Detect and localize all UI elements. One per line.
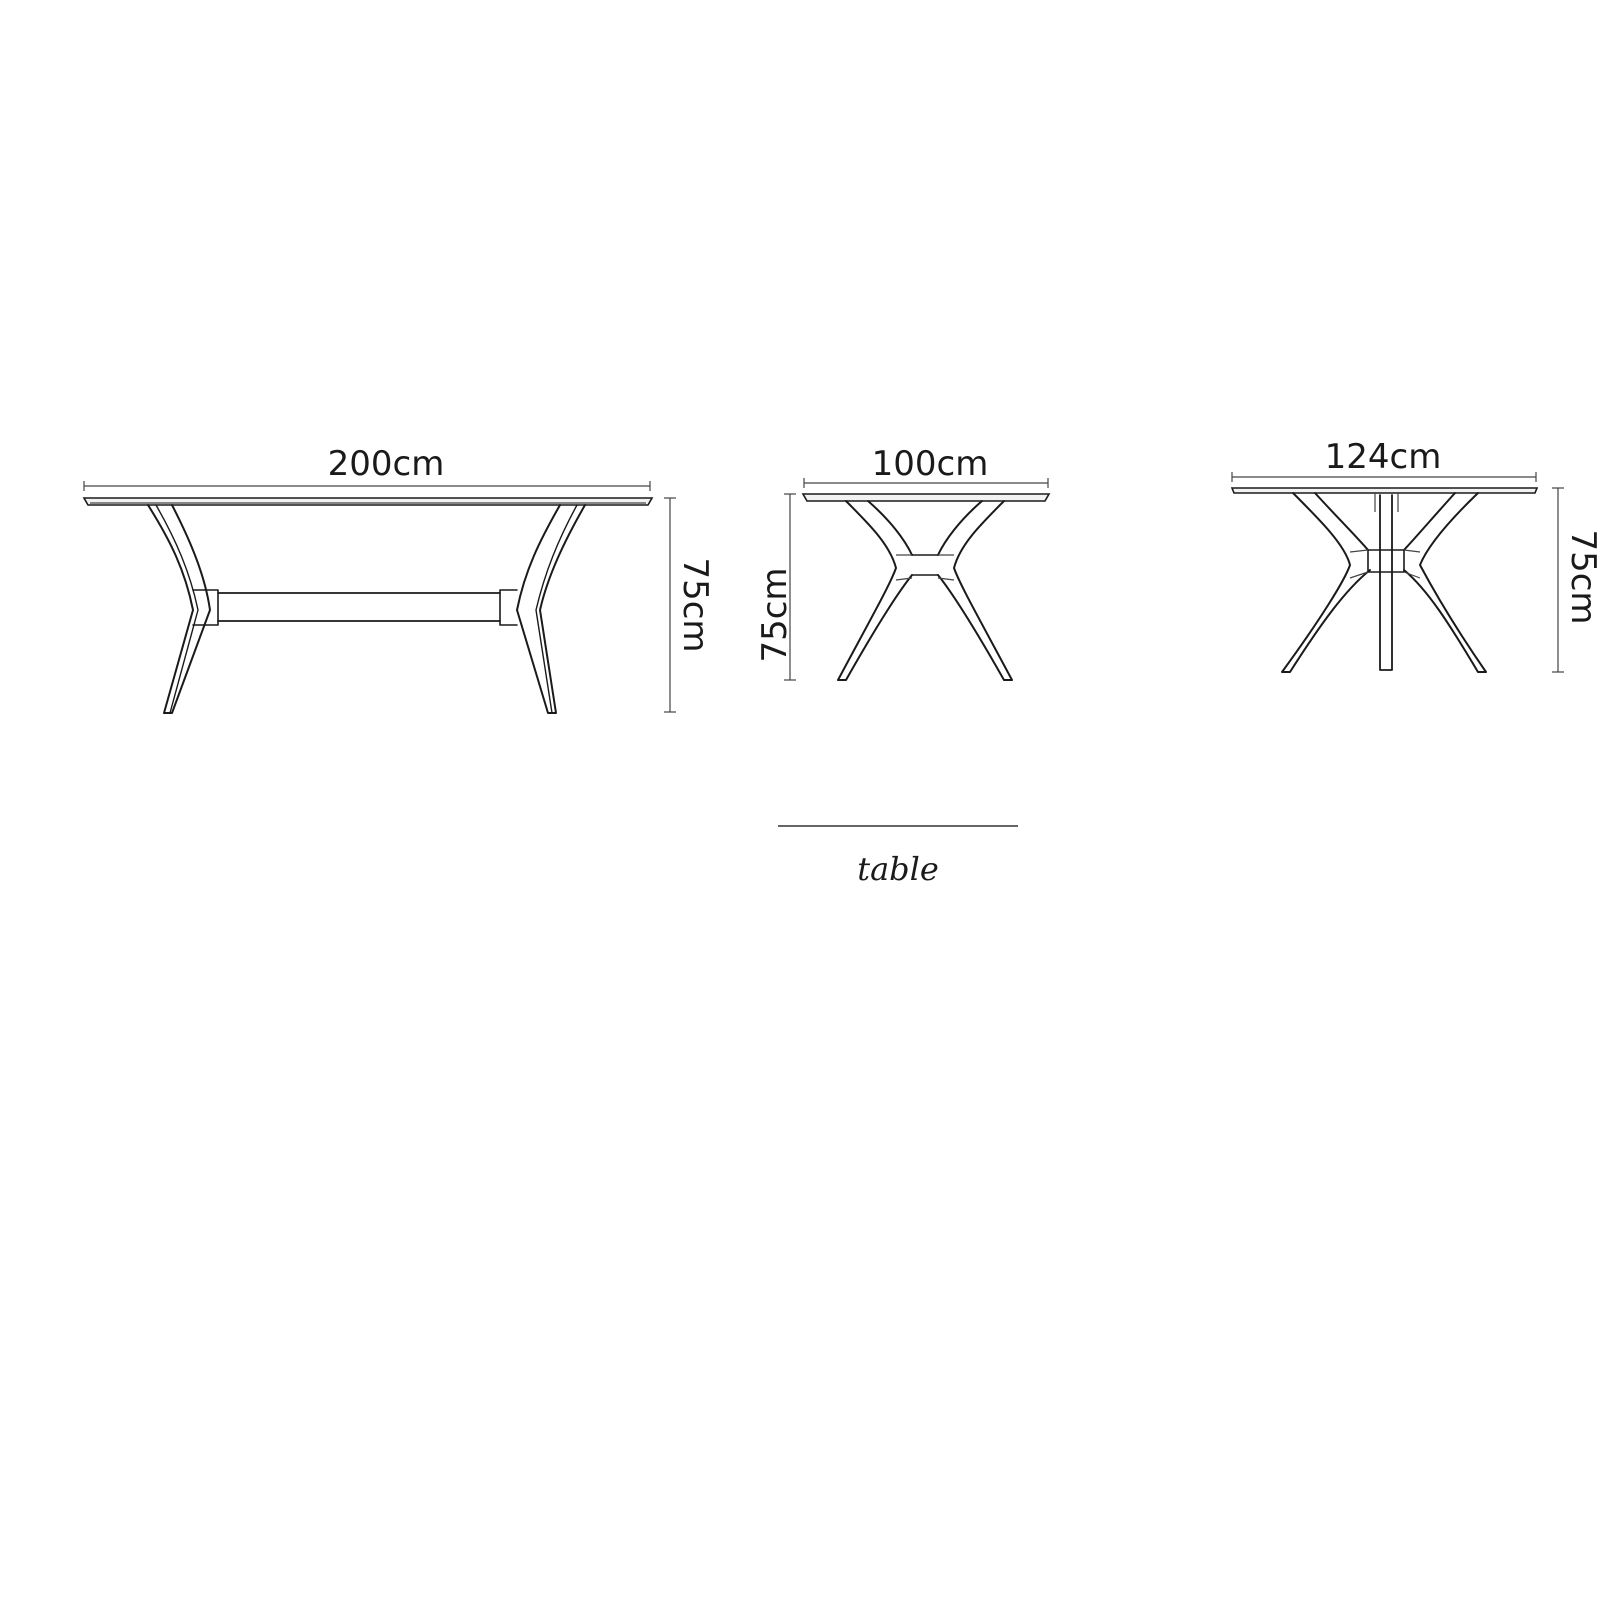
star-base	[1281, 492, 1487, 673]
right-leg	[499, 504, 586, 714]
caption-label: table	[857, 850, 939, 888]
left-leg	[147, 504, 219, 714]
view-short-side: 100cm 75cm	[755, 444, 1051, 681]
stretcher-bar	[217, 592, 501, 622]
height-label-75-right: 75cm	[675, 557, 715, 652]
width-dimension-line	[803, 478, 1049, 488]
height-dimension-line	[1552, 487, 1564, 673]
width-label-100: 100cm	[872, 444, 989, 484]
width-label-124: 124cm	[1325, 437, 1442, 477]
view-long-side: 200cm 75	[82, 444, 715, 714]
width-dimension-line	[83, 481, 651, 491]
width-label-200: 200cm	[328, 444, 445, 484]
width-dimension-line	[1231, 472, 1537, 482]
height-dimension-line	[784, 493, 796, 681]
table-top	[82, 497, 654, 506]
table-top	[1230, 487, 1539, 494]
table-top	[801, 493, 1051, 502]
height-dimension-line	[664, 497, 676, 713]
height-label-75-right: 75cm	[1563, 529, 1600, 624]
view-corner: 124cm 75cm	[1230, 437, 1600, 673]
x-base	[837, 500, 1013, 681]
height-label-75-left: 75cm	[755, 567, 795, 662]
caption: table	[778, 825, 1018, 888]
